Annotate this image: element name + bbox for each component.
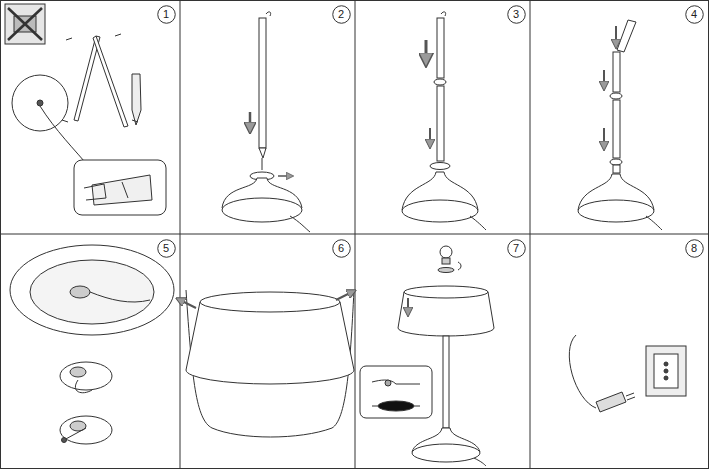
- grid-line: [180, 0, 181, 469]
- callout-number: 4: [685, 5, 704, 24]
- callout-number: 8: [685, 239, 704, 258]
- callout-text: 1: [163, 8, 169, 21]
- callout-text: 5: [163, 242, 169, 255]
- callout-text: 6: [338, 242, 344, 255]
- grid-line: [355, 0, 356, 469]
- callout-text: 3: [513, 8, 519, 21]
- panel-8-art: [569, 335, 686, 412]
- grid-line: [530, 0, 531, 469]
- callout-number: 5: [157, 239, 176, 258]
- callout-text: 4: [691, 8, 697, 21]
- callout-number: 1: [157, 5, 176, 24]
- callout-number: 6: [332, 239, 351, 258]
- panel-6-art: [180, 290, 354, 437]
- panel-4-art: [578, 20, 662, 230]
- callout-number: 2: [332, 5, 351, 24]
- callout-text: 2: [338, 8, 344, 21]
- panel-7-art: [360, 246, 494, 466]
- panel-1-art: [5, 4, 166, 215]
- panel-2-art: [222, 12, 310, 232]
- panel-5-art: [10, 245, 174, 444]
- panel-3-art: [402, 12, 486, 230]
- callout-number: 3: [507, 5, 526, 24]
- callout-text: 7: [513, 242, 519, 255]
- callout-text: 8: [691, 242, 697, 255]
- callout-number: 7: [507, 239, 526, 258]
